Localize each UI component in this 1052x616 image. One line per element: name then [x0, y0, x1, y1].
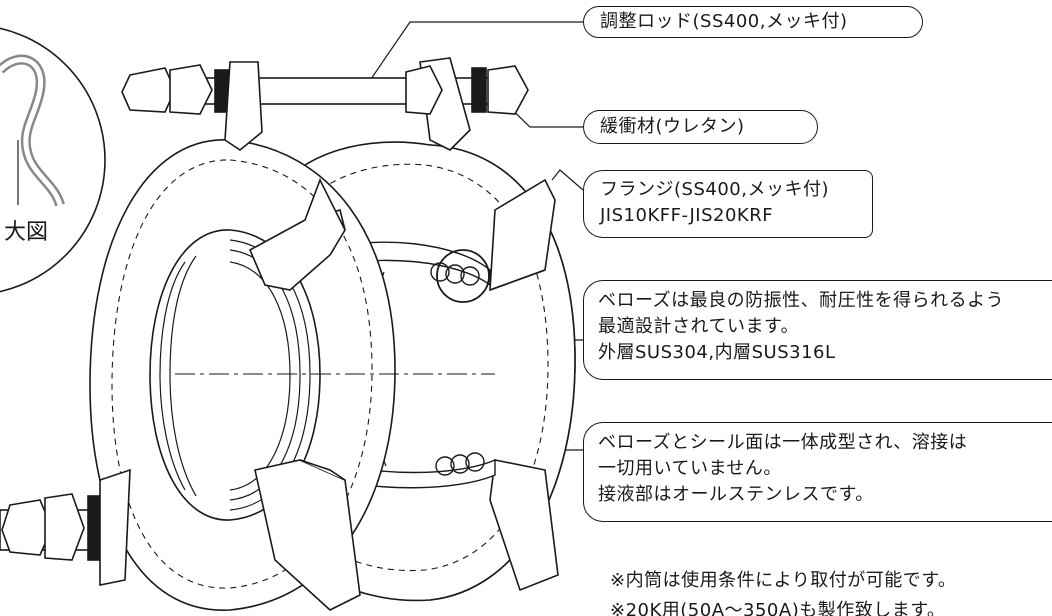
adjusting-rod: [121, 57, 529, 151]
note-inner-tube: ※内筒は使用条件により取付が可能です。: [610, 570, 957, 591]
callout-flange: フランジ(SS400,メッキ付) JIS10KFF-JIS20KRF: [583, 170, 873, 238]
lower-bolt: [0, 468, 131, 586]
front-flange: [89, 139, 396, 611]
callout-adjusting-rod: 調整ロッド(SS400,メッキ付): [583, 6, 923, 38]
callout-bellows: ベローズは最良の防振性、耐圧性を得られるよう 最適設計されています。 外層SUS…: [583, 280, 1052, 380]
detail-magnifier: [0, 27, 106, 293]
note-20k: ※20K用(50A～350A)も製作致します。: [610, 600, 946, 616]
detail-label: 大図: [4, 220, 49, 245]
callout-cushion: 緩衝材(ウレタン): [583, 110, 818, 144]
callout-seal-face: ベローズとシール面は一体成型され、溶接は 一切用いていません。 接液部はオールス…: [583, 422, 1052, 522]
